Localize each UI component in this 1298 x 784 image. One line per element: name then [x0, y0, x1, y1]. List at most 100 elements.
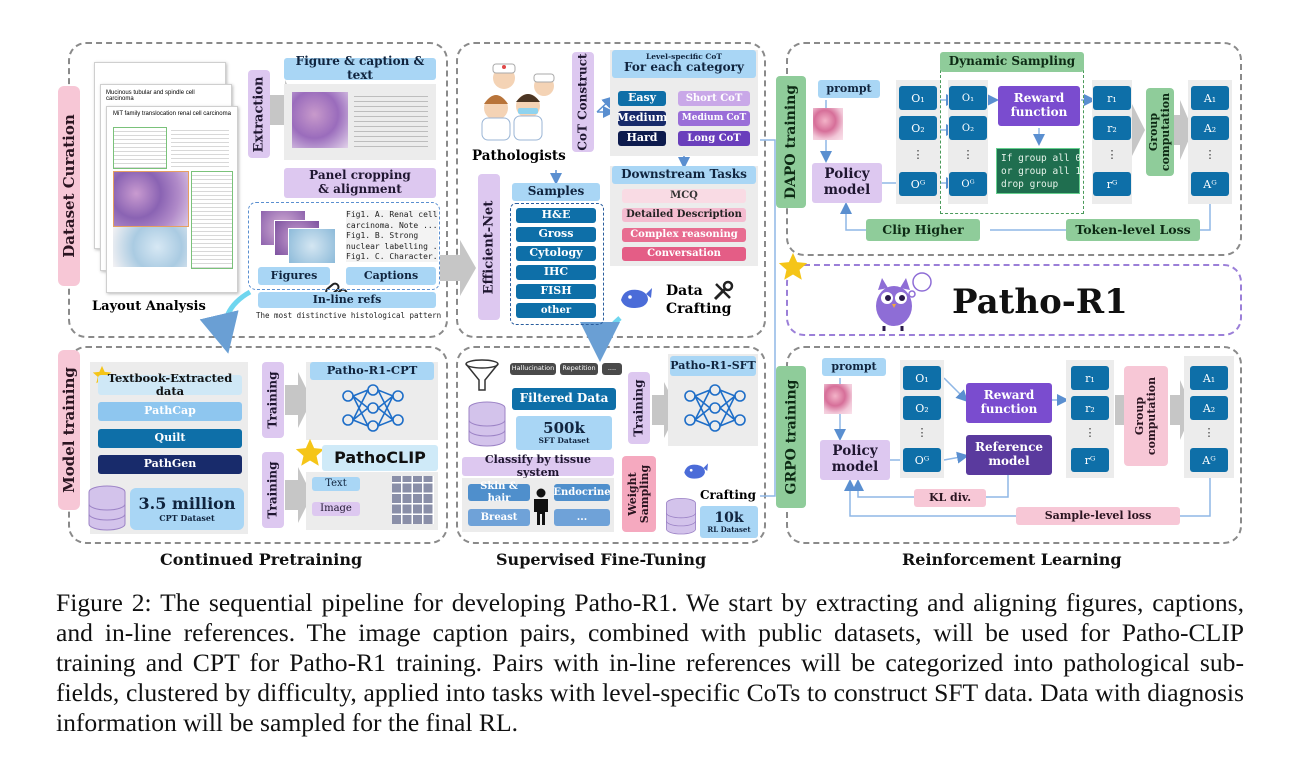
grpo-adv-1: A₁ [1190, 366, 1228, 390]
efficient-net-label: Efficient-Net [478, 174, 500, 320]
tools-icon [712, 280, 734, 302]
grpo-reward-dots: ⋮ [1084, 426, 1096, 439]
token-level-loss-label: Token-level Loss [1066, 219, 1200, 241]
whale-icon [618, 284, 652, 312]
sample-level-loss-label: Sample-level loss [1016, 507, 1180, 525]
dataset-curation-label: Dataset Curation [58, 86, 80, 286]
dapo-output-2: O₂ [899, 116, 937, 140]
big-arrow-dapo-adv [1170, 100, 1193, 160]
inline-refs-label: In-line refs [258, 292, 436, 308]
dapo-reward-2: r₂ [1093, 116, 1131, 140]
filter-tag-repetition: Repetition [560, 363, 598, 375]
level-hard: Hard [618, 131, 666, 146]
filtered-data-label: Filtered Data [512, 388, 616, 410]
section-title-sft: Supervised Fine-Tuning [496, 550, 707, 569]
pathoclip-star-icon [293, 436, 327, 470]
grpo-reward-function: Reward function [966, 383, 1052, 423]
clip-text-label: Text [312, 477, 360, 491]
pathoclip-label: PathoCLIP [322, 445, 438, 471]
pathologists-label: Pathologists [472, 148, 566, 164]
dapo-training-label: DAPO training [776, 76, 806, 208]
sample-gross: Gross [516, 227, 596, 242]
sft-neural-network-icon [682, 382, 748, 434]
rl-dataset-box: 10k RL Dataset [700, 506, 758, 538]
brand-name: Patho-R1 [952, 282, 1128, 322]
dataset-quilt: Quilt [98, 429, 242, 448]
dapo-adv-1: A₁ [1191, 86, 1229, 110]
level-easy: Easy [618, 91, 666, 106]
cot-short: Short CoT [678, 91, 750, 106]
document-stack-icon: Mucinous tubular and spindle cell carcin… [94, 62, 238, 293]
dapo-adv-dots: ⋮ [1204, 148, 1216, 161]
curved-arrow-to-training [199, 289, 252, 354]
grpo-adv-dots: ⋮ [1203, 426, 1215, 439]
cpt-dataset-box: 3.5 million CPT Dataset [130, 488, 244, 530]
figures-label: Figures [258, 267, 330, 285]
clip-higher-label: Clip Higher [866, 219, 980, 241]
dapo-rule-text: If group all 0 or group all 1: drop grou… [996, 148, 1087, 194]
dataset-pathgen: PathGen [98, 455, 242, 474]
dapo-reward-g: rᴳ [1093, 172, 1131, 196]
dapo-output-g: Oᴳ [899, 172, 937, 196]
dapo-output-1: O₁ [899, 86, 937, 110]
section-title-rl: Reinforcement Learning [902, 550, 1122, 569]
dapo-group-computation: Group computation [1146, 88, 1174, 176]
level-specific-cot-header: Level-specific CoT For each category [612, 50, 756, 78]
patho-r1-cpt-label: Patho-R1-CPT [310, 362, 434, 380]
clip-image-label: Image [312, 502, 360, 516]
downstream-tasks-label: Downstream Tasks [612, 166, 756, 184]
sample-other: other [516, 303, 596, 318]
samples-group [510, 203, 604, 325]
similarity-matrix [392, 476, 434, 524]
captions-text: Fig1. A. Renal cell carcinoma. Note ....… [346, 210, 438, 262]
task-mcq: MCQ [622, 189, 746, 203]
grpo-output-dots: ⋮ [916, 426, 928, 439]
grpo-output-1: O₁ [903, 366, 941, 390]
classify-label: Classify by tissue system [462, 453, 614, 478]
dapo-adv-g: Aᴳ [1191, 172, 1229, 196]
training-label-sft: Training [628, 372, 650, 444]
tissue-skin: Skin & hair [468, 481, 530, 504]
training-label-clip: Training [262, 452, 284, 528]
cot-long: Long CoT [678, 131, 750, 146]
captions-label: Captions [346, 267, 436, 285]
grpo-adv-g: Aᴳ [1190, 448, 1228, 472]
dapo-tissue-image-icon [813, 108, 843, 140]
grpo-group-computation: Group computation [1124, 366, 1168, 466]
dapo-reward-function: Reward function [998, 86, 1080, 126]
grpo-prompt: prompt [822, 358, 886, 376]
figures-captions-group [248, 202, 440, 290]
level-medium: Medium [616, 111, 668, 126]
task-detailed: Detailed Description [622, 208, 746, 222]
tissue-breast: Breast [468, 509, 530, 526]
sft-dataset-box: 500k SFT Dataset [516, 416, 612, 450]
document-title-1: Mucinous tubular and spindle cell carcin… [106, 90, 195, 102]
grpo-reward-g: rᴳ [1071, 448, 1109, 472]
sample-cytology: Cytology [516, 246, 596, 261]
dapo-output-dots: ⋮ [912, 148, 924, 161]
grpo-policy-model: Policy model [820, 440, 890, 480]
filter-tag-more: .... [602, 363, 622, 375]
sample-ihc: IHC [516, 265, 596, 280]
dynamic-sampling-label: Dynamic Sampling [940, 52, 1084, 72]
dapo-prompt: prompt [818, 80, 880, 98]
sample-fish: FISH [516, 284, 596, 299]
grpo-training-label: GRPO training [776, 366, 806, 508]
panel-brand [786, 264, 1242, 336]
curved-arrow-to-sft [580, 316, 622, 362]
dapo-sample-2: O₂ [949, 116, 987, 140]
grpo-adv-2: A₂ [1190, 396, 1228, 420]
cot-construct-label: CoT Construct [572, 52, 594, 152]
figure-panels-image [260, 210, 336, 264]
sft-database-icon [466, 400, 508, 450]
inline-refs-text: The most distinctive histological patter… [256, 311, 444, 320]
big-arrow-clip [285, 467, 312, 523]
rl-whale-icon [682, 460, 708, 482]
big-arrow-sft-train [652, 382, 678, 438]
samples-label: Samples [512, 183, 600, 201]
grpo-reward-2: r₂ [1071, 396, 1109, 420]
dapo-adv-2: A₂ [1191, 116, 1229, 140]
tissue-more: ... [554, 509, 610, 526]
data-crafting-label: Data Crafting [666, 283, 732, 317]
document-title-2: MiT family translocation renal cell carc… [113, 111, 231, 117]
